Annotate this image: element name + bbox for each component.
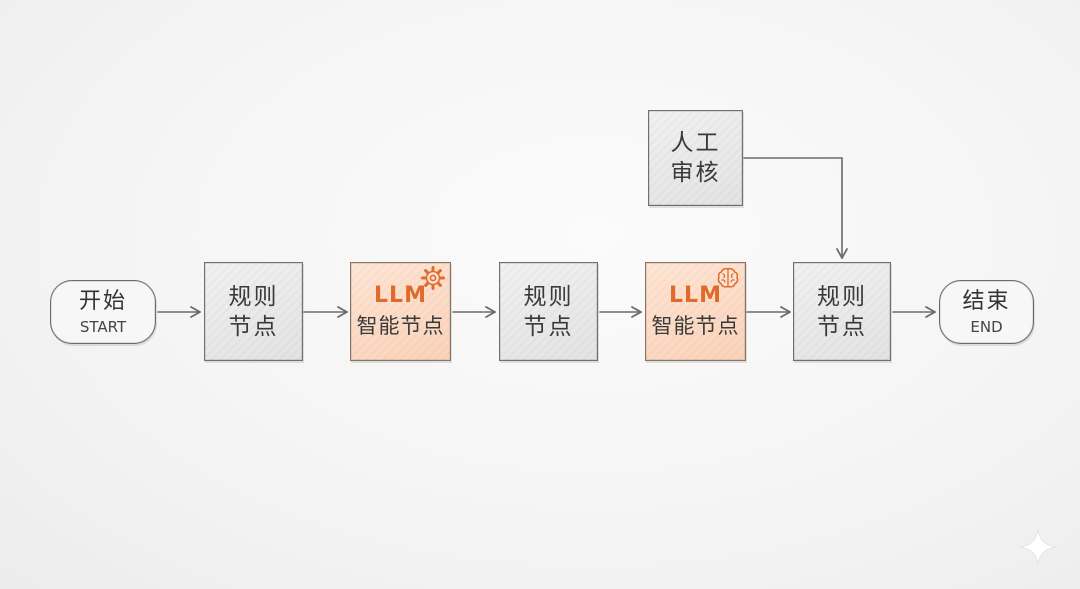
rule-node-2-label: 规则 节点 (523, 283, 574, 340)
end-node: 结束 END (939, 280, 1034, 344)
llm-node-1-title: LLM (374, 283, 427, 308)
gear-icon (421, 266, 445, 290)
human-review-node: 人工 审核 (648, 110, 743, 206)
llm-node-2-title: LLM (669, 283, 722, 308)
start-node: 开始 START (50, 280, 156, 344)
rule-node-1-label: 规则 节点 (228, 283, 279, 340)
llm-node-2-label: 智能节点 (651, 314, 740, 338)
end-sublabel: END (970, 317, 1003, 336)
end-label: 结束 (962, 288, 1011, 314)
human-review-label: 人工 审核 (670, 130, 721, 186)
rule-node-2: 规则 节点 (499, 262, 598, 361)
sparkle-icon (1019, 528, 1057, 566)
start-sublabel: START (79, 317, 127, 336)
llm-node-1: LLM 智能节点 (350, 262, 451, 361)
llm-node-2: LLM 智能节点 (645, 262, 746, 361)
rule-node-1: 规则 节点 (204, 262, 303, 361)
start-label: 开始 (78, 288, 127, 314)
brain-icon (717, 267, 739, 288)
rule-node-3: 规则 节点 (793, 262, 891, 361)
rule-node-3-label: 规则 节点 (817, 283, 867, 340)
arrow-review-to-rule3 (743, 157, 848, 259)
llm-node-1-label: 智能节点 (356, 314, 445, 338)
